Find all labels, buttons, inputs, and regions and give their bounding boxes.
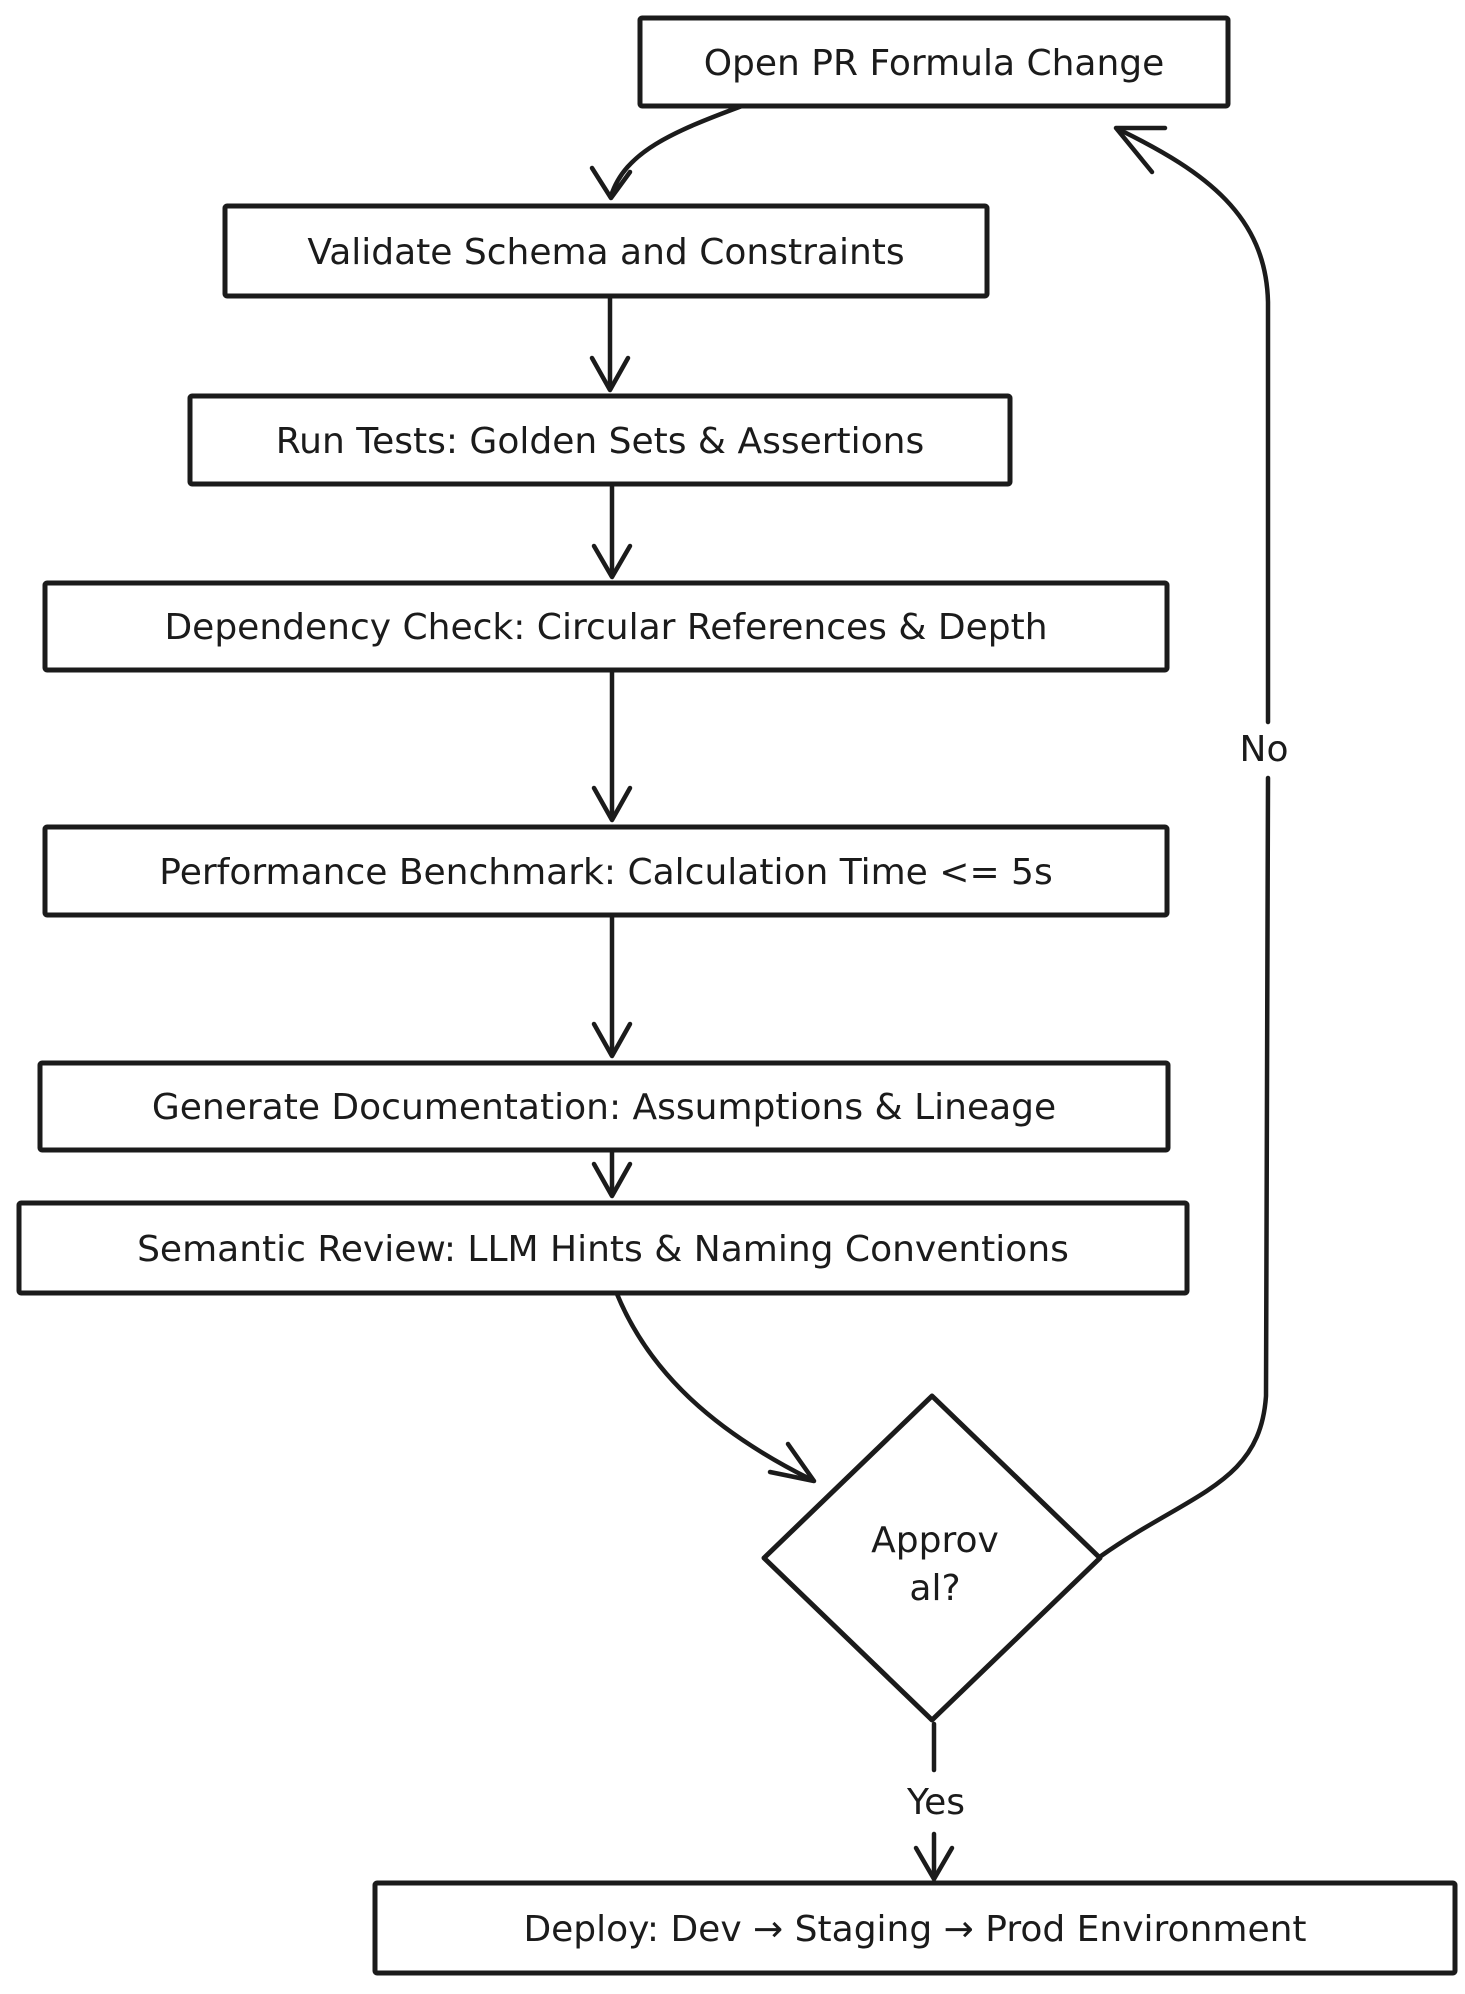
edge-dependency-to-performance: [591, 668, 633, 823]
edge-run-tests-to-dependency: [591, 483, 633, 580]
approval-diamond: [761, 1393, 1103, 1723]
edge-semantic-to-approval: [614, 1291, 817, 1484]
edge-validate-to-run-tests: [589, 295, 631, 393]
node-open-pr: Open PR Formula Change: [637, 15, 1231, 109]
performance-box: [42, 824, 1170, 918]
node-run-tests: Run Tests: Golden Sets & Assertions: [187, 393, 1013, 487]
open-pr-box: [637, 15, 1231, 109]
semantic-label: Semantic Review: LLM Hints & Naming Conv…: [137, 1229, 1069, 1270]
edge-open-pr-to-validate: [589, 103, 745, 201]
arrowhead-icon: [591, 1021, 633, 1059]
validate-label: Validate Schema and Constraints: [307, 232, 904, 273]
run-tests-label: Run Tests: Golden Sets & Assertions: [276, 421, 925, 462]
dependency-box: [42, 580, 1170, 673]
node-deploy: Deploy: Dev → Staging → Prod Environment: [372, 1880, 1458, 1976]
edge-approval-to-open-pr: No: [1098, 125, 1289, 1559]
arrowhead-icon: [591, 1161, 633, 1199]
arrowhead-icon: [767, 1441, 817, 1484]
edge-documentation-to-semantic: [591, 1148, 633, 1199]
arrowhead-icon: [589, 355, 631, 393]
node-documentation: Generate Documentation: Assumptions & Li…: [37, 1060, 1171, 1153]
deploy-box: [372, 1880, 1458, 1976]
arrowhead-icon: [591, 543, 633, 580]
documentation-label: Generate Documentation: Assumptions & Li…: [152, 1087, 1056, 1128]
documentation-box: [37, 1060, 1171, 1153]
edge-performance-to-documentation: [591, 914, 633, 1059]
edge-label-no: No: [1240, 729, 1289, 770]
performance-label: Performance Benchmark: Calculation Time …: [159, 852, 1052, 893]
node-validate: Validate Schema and Constraints: [222, 203, 990, 299]
arrowhead-icon: [913, 1845, 955, 1882]
edge-approval-to-deploy: Yes: [906, 1721, 965, 1882]
semantic-box: [16, 1200, 1190, 1296]
open-pr-label: Open PR Formula Change: [704, 43, 1165, 84]
approval-label-line2: al?: [909, 1568, 960, 1609]
deploy-label: Deploy: Dev → Staging → Prod Environment: [523, 1909, 1306, 1950]
edge-line: [1117, 127, 1271, 725]
arrowhead-icon: [1113, 125, 1168, 175]
edge-label-yes: Yes: [906, 1782, 965, 1823]
arrowhead-icon: [589, 165, 633, 201]
run-tests-box: [187, 393, 1013, 487]
node-approval: Approv al?: [761, 1393, 1103, 1723]
node-performance: Performance Benchmark: Calculation Time …: [42, 824, 1170, 918]
edge-line: [608, 103, 745, 199]
node-dependency: Dependency Check: Circular References & …: [42, 580, 1170, 673]
arrowhead-icon: [591, 785, 633, 823]
edge-line: [1098, 775, 1271, 1559]
node-semantic: Semantic Review: LLM Hints & Naming Conv…: [16, 1200, 1190, 1296]
dependency-label: Dependency Check: Circular References & …: [164, 607, 1047, 648]
validate-box: [222, 203, 990, 299]
edge-line: [614, 1291, 813, 1482]
approval-label-line1: Approv: [871, 1520, 999, 1561]
